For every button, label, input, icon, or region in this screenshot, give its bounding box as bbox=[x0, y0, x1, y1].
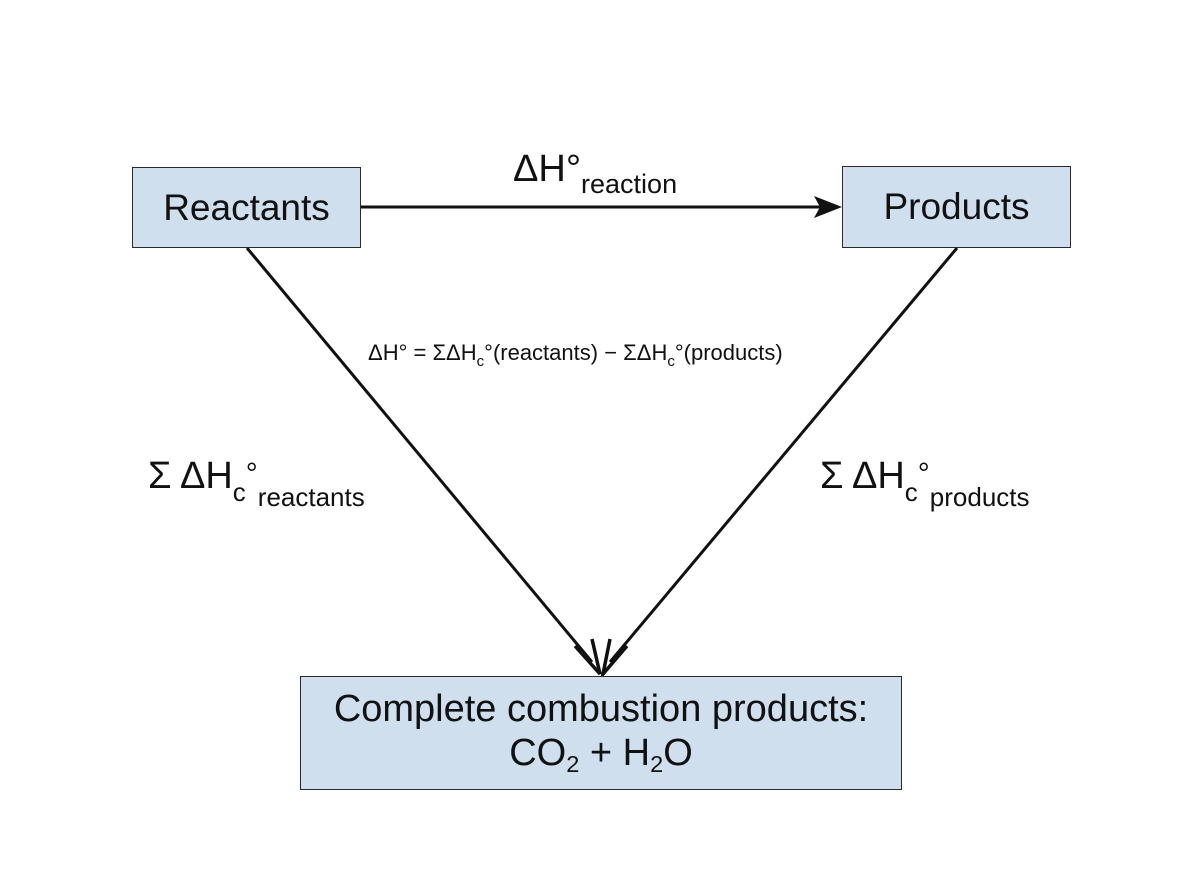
products-combustion-arrowhead bbox=[599, 638, 629, 681]
formula-subscript-2: c bbox=[667, 353, 675, 370]
reactants-label: Reactants bbox=[163, 186, 330, 228]
h2o-subscript: 2 bbox=[650, 751, 664, 778]
degree-symbol: ° bbox=[917, 457, 930, 491]
products-combustion-arrow bbox=[608, 247, 959, 663]
plus-h-text: + H bbox=[579, 732, 651, 775]
products-label: Products bbox=[883, 186, 1030, 227]
combustion-products-node: Complete combustion products: CO2 + H2O bbox=[300, 676, 902, 790]
c-subscript: c bbox=[904, 477, 918, 507]
degree-symbol: ° bbox=[245, 457, 258, 491]
delta-h-text: ΔH° bbox=[513, 148, 582, 190]
products-node: Products bbox=[842, 166, 1071, 248]
reaction-subscript: reaction bbox=[581, 169, 678, 200]
formula-part-2: °(reactants) − ΣΔH bbox=[484, 340, 668, 365]
formula-part-1: ΔH° = ΣΔH bbox=[368, 340, 477, 365]
formula-subscript-1: c bbox=[476, 353, 485, 370]
products-combustion-label: Σ ΔHc°products bbox=[820, 455, 1030, 513]
reactants-combustion-label: Σ ΔHc°reactants bbox=[148, 455, 365, 513]
reaction-arrowhead bbox=[814, 196, 842, 218]
reaction-enthalpy-label: ΔH°reaction bbox=[513, 148, 677, 200]
co2-subscript: 2 bbox=[566, 751, 580, 778]
co2-text: CO bbox=[509, 732, 567, 775]
reactants-node: Reactants bbox=[132, 167, 361, 248]
c-subscript: c bbox=[232, 477, 246, 507]
enthalpy-formula: ΔH° = ΣΔHc°(reactants) − ΣΔHc°(products) bbox=[368, 340, 783, 370]
sigma-delta-h-text: Σ ΔH bbox=[148, 455, 233, 497]
formula-part-3: °(products) bbox=[674, 340, 783, 365]
h2o-o-text: O bbox=[663, 732, 693, 775]
reactants-combustion-arrowhead bbox=[573, 638, 602, 676]
combustion-formula: CO2 + H2O bbox=[509, 731, 693, 779]
products-subscript: products bbox=[929, 482, 1030, 513]
sigma-delta-h-text: Σ ΔH bbox=[820, 455, 905, 497]
reactants-subscript: reactants bbox=[257, 482, 365, 513]
combustion-title: Complete combustion products: bbox=[333, 687, 869, 730]
reactants-combustion-arrow bbox=[245, 247, 594, 663]
